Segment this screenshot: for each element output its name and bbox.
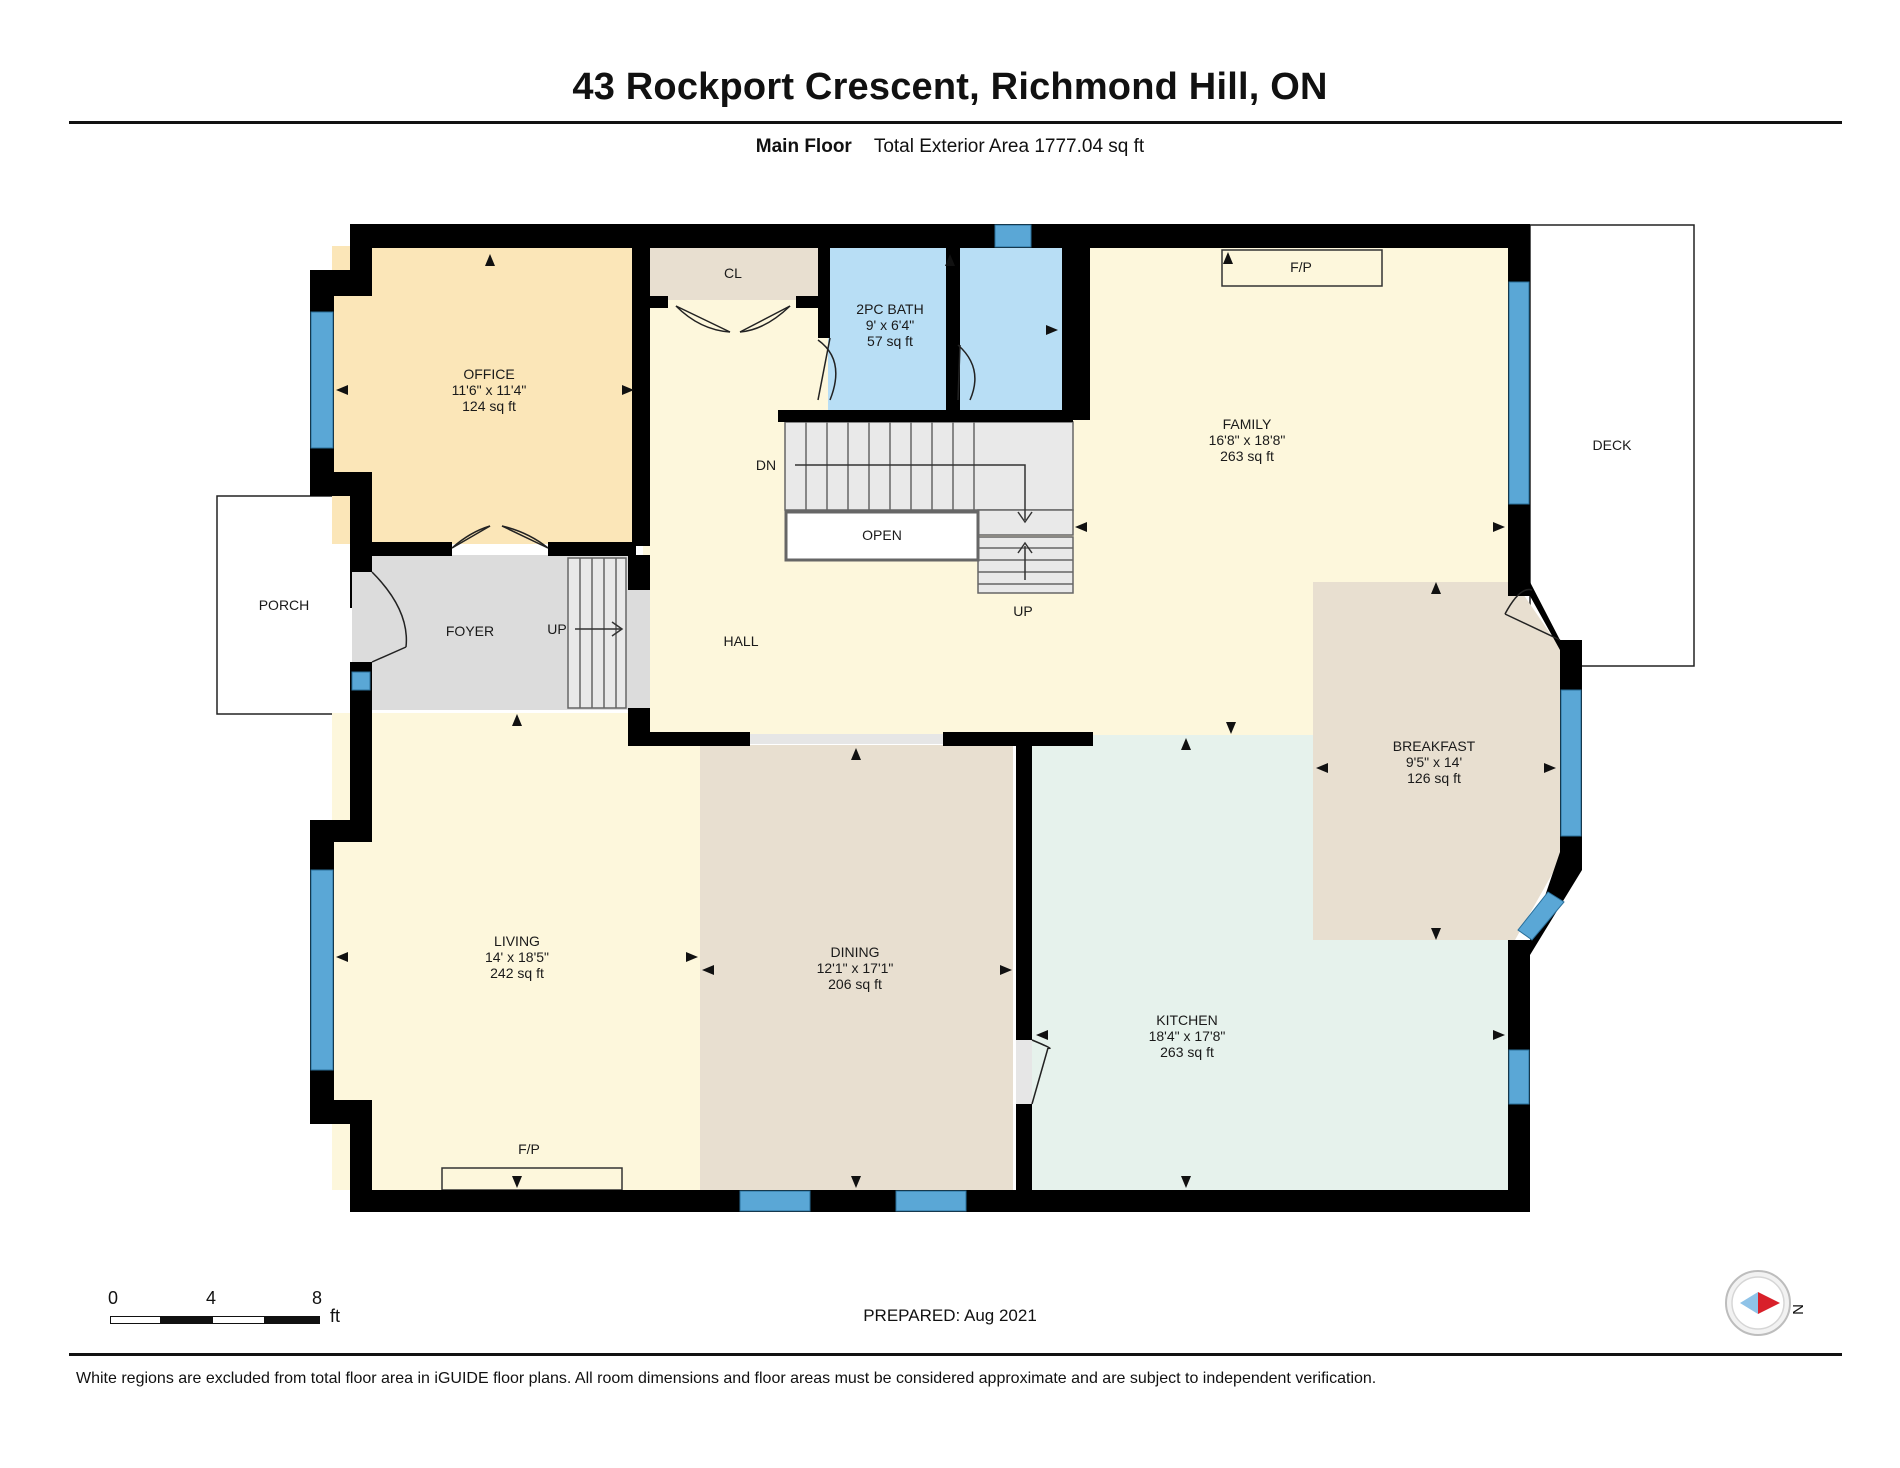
bath-area: 57 sq ft (867, 333, 913, 349)
dining-dims: 12'1" x 17'1" (817, 960, 894, 976)
scale-unit: ft (330, 1306, 341, 1326)
dining-name: DINING (831, 944, 880, 960)
family-area: 263 sq ft (1220, 448, 1274, 464)
bath-name: 2PC BATH (856, 301, 923, 317)
footer-rule (69, 1353, 1842, 1356)
foyer-up-label: UP (547, 621, 566, 637)
office-dims: 11'6" x 11'4" (452, 382, 527, 398)
open-label: OPEN (862, 527, 902, 543)
living-area: 242 sq ft (490, 965, 544, 981)
kitchen-name: KITCHEN (1156, 1012, 1217, 1028)
breakfast-dims: 9'5" x 14' (1406, 754, 1462, 770)
living-name: LIVING (494, 933, 540, 949)
scale-segment (264, 1316, 320, 1324)
scale-bar: 0 4 8 ft (108, 1288, 348, 1332)
total-area: Total Exterior Area 1777.04 sq ft (873, 136, 1145, 157)
closet-floor (650, 248, 818, 300)
deck-label: DECK (1593, 437, 1633, 453)
disclaimer-text: White regions are excluded from total fl… (76, 1370, 1377, 1387)
porch-label: PORCH (259, 597, 310, 613)
living-floor (332, 713, 700, 1190)
prepared-date: PREPARED: Aug 2021 (863, 1306, 1037, 1325)
bath-dims: 9' x 6'4" (866, 317, 914, 333)
breakfast-floor (1313, 582, 1560, 940)
stairs-up-label: UP (1013, 603, 1032, 619)
doors (352, 305, 1561, 1105)
kitchen-dims: 18'4" x 17'8" (1149, 1028, 1226, 1044)
stairs-dn-label: DN (756, 457, 776, 473)
compass-north-label: N (1789, 1304, 1806, 1315)
living-fp-label: F/P (518, 1141, 540, 1157)
closet-name: CL (724, 265, 742, 281)
office-area: 124 sq ft (462, 398, 516, 414)
office-floor (332, 246, 635, 544)
family-fp-label: F/P (1290, 259, 1312, 275)
floor-name: Main Floor (755, 136, 852, 157)
plan-title: 43 Rockport Crescent, Richmond Hill, ON (572, 66, 1328, 108)
family-dims: 16'8" x 18'8" (1209, 432, 1286, 448)
scale-tick-4: 4 (206, 1288, 217, 1308)
foyer-staircase (567, 557, 627, 709)
open-area (784, 510, 980, 562)
office-name: OFFICE (463, 366, 514, 382)
windows (310, 224, 1582, 1212)
breakfast-area: 126 sq ft (1407, 770, 1461, 786)
floor-subtitle: Main Floor Total Exterior Area 1777.04 sq… (0, 136, 1900, 158)
family-name: FAMILY (1223, 416, 1272, 432)
living-dims: 14' x 18'5" (485, 949, 549, 965)
hall-label: HALL (723, 633, 758, 649)
family-fireplace (1221, 249, 1383, 287)
dining-area: 206 sq ft (828, 976, 882, 992)
dining-floor (700, 745, 1013, 1190)
kitchen-area: 263 sq ft (1160, 1044, 1214, 1060)
compass-icon: N (1725, 1270, 1806, 1336)
deck-area (1529, 224, 1695, 667)
scale-tick-8: 8 (312, 1288, 323, 1308)
title-rule (69, 121, 1842, 124)
scale-tick-0: 0 (108, 1288, 119, 1308)
breakfast-name: BREAKFAST (1393, 738, 1476, 754)
dimension-arrows (336, 252, 1556, 1188)
foyer-label: FOYER (446, 623, 494, 639)
